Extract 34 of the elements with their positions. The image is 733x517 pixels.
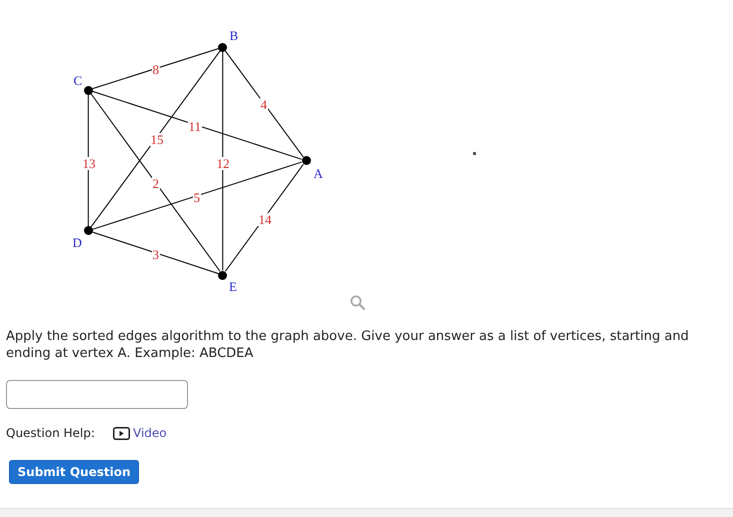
edge-label: 3 — [152, 248, 160, 260]
edge-line — [92, 90, 302, 160]
edge-line — [92, 162, 302, 230]
vertex-label: D — [72, 236, 82, 248]
vertex-label: B — [230, 28, 238, 42]
vertex-label: A — [314, 166, 323, 180]
edge-label: 2 — [152, 176, 160, 190]
edge-label: 12 — [216, 156, 230, 170]
edge-line — [90, 50, 221, 228]
vertex-dot — [302, 156, 310, 166]
edge-line — [92, 48, 219, 90]
edge-line — [222, 51, 224, 271]
edge-label: 8 — [152, 62, 160, 76]
question-text: Apply the sorted edges algorithm to the graph above. Give your answer as a list of vertices, starting and ending at vertex A. Example: ABCDEA — [6, 328, 690, 362]
vertex-dot — [218, 270, 228, 280]
vertex-dot — [84, 226, 93, 236]
edge-label: 15 — [150, 132, 164, 146]
edge-line — [88, 94, 89, 227]
edge-line — [92, 232, 219, 274]
submit-button: Submit Question — [9, 460, 139, 484]
vertex-dot — [84, 86, 93, 94]
video-link: Video — [133, 425, 167, 441]
edge-label: 13 — [82, 156, 96, 170]
edge-line — [224, 50, 304, 158]
vertex-label: C — [74, 74, 82, 86]
edge-label: 14 — [258, 212, 272, 226]
vertex-dot — [218, 42, 228, 52]
edge-line — [224, 164, 304, 272]
help-label: Question Help: — [6, 425, 95, 441]
edge-label: 11 — [188, 120, 202, 132]
vertex-label: E — [229, 280, 237, 292]
edge-label: 5 — [192, 190, 201, 204]
edge-line — [90, 93, 221, 272]
edge-label: 4 — [260, 98, 268, 110]
